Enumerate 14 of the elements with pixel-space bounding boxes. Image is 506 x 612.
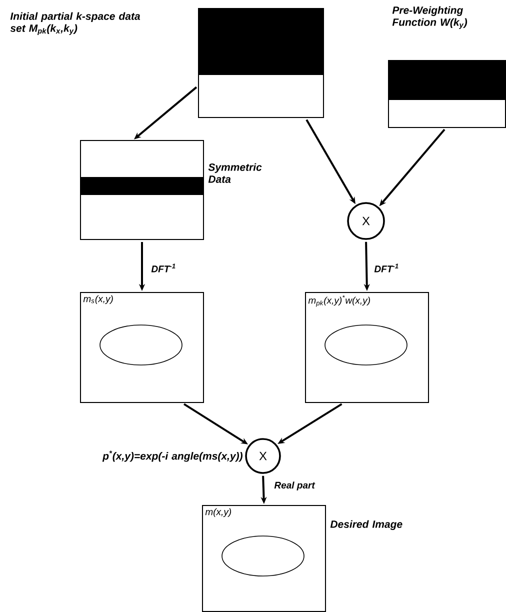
image-box: m$_{s}$(x,y): [80, 292, 204, 403]
edge-label: DFT$^{-1}$: [150, 262, 178, 274]
image-box: m(x,y): [202, 505, 326, 612]
k-space-box: [198, 8, 324, 118]
node-label: Desired Image: [330, 520, 402, 530]
node-label: Symmetric Data: [208, 163, 262, 183]
k-space-box: [388, 60, 506, 128]
image-box: m$_{pk}$(x,y)$^{*}$w(x,y): [305, 292, 429, 403]
k-space-box: [80, 140, 204, 240]
node-label: Pre-Weighting Function W(k$_{y}$): [392, 6, 468, 29]
label: p$^{*}$(x,y)=exp(-i angle(ms(x,y)): [102, 450, 242, 462]
label: Initial partial k-space data set M$_{pk}$(k$_{x}$,k$_{y}$): [10, 12, 140, 35]
edge-label: DFT$^{-1}$: [373, 262, 400, 274]
edge-label: Real part: [273, 480, 316, 492]
